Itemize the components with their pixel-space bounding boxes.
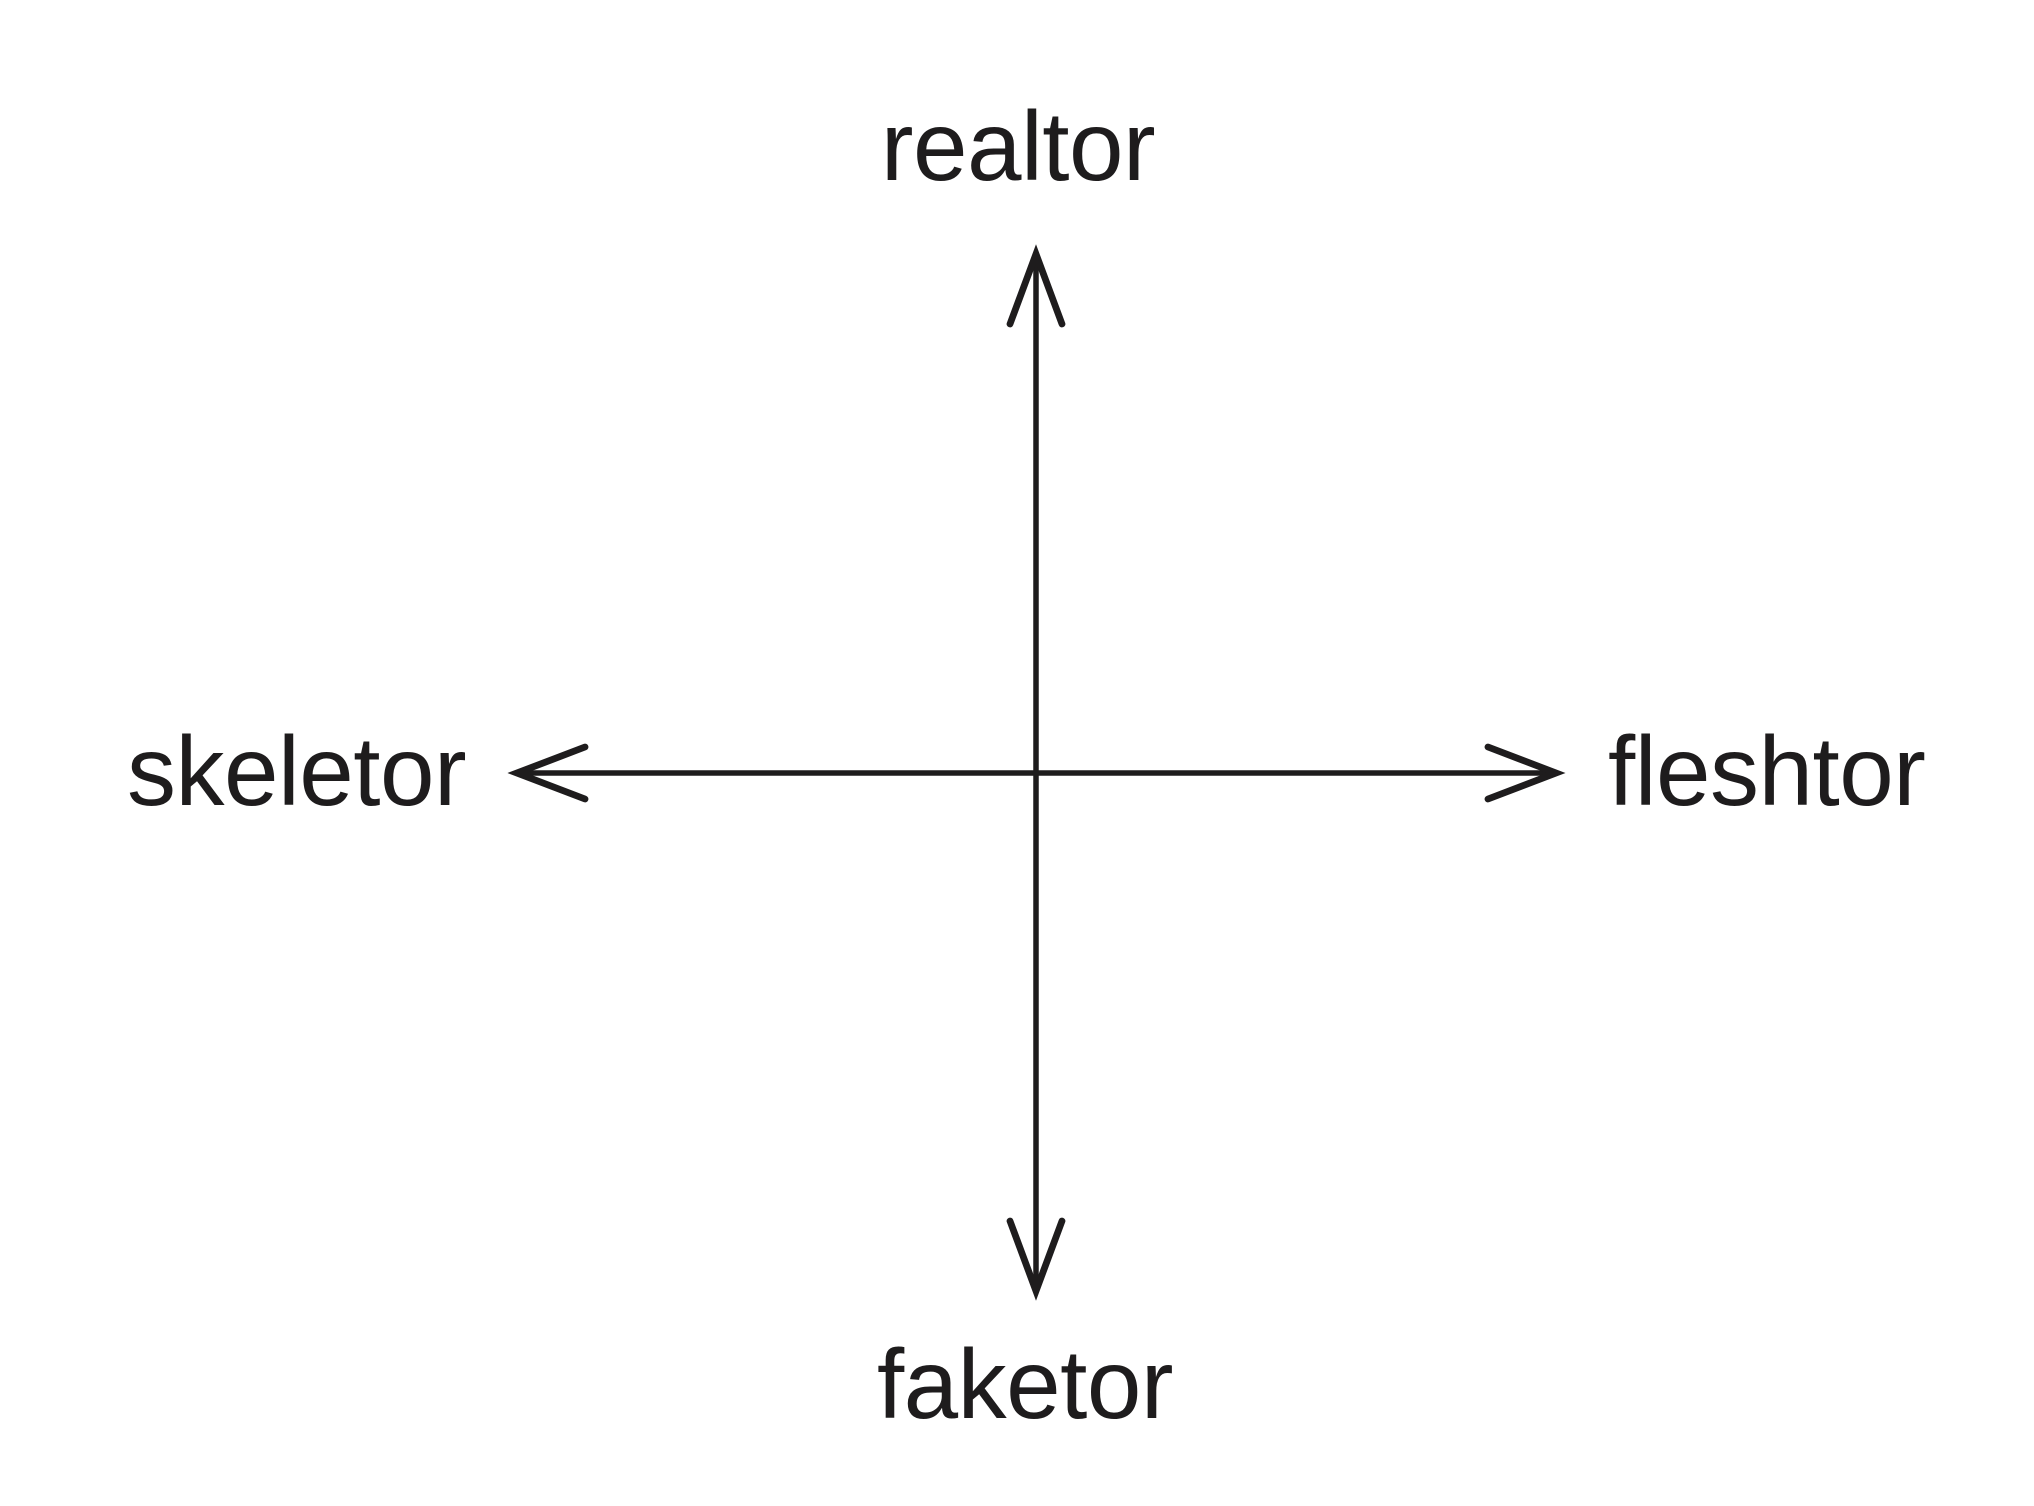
axis-label-bottom: faketor bbox=[876, 1329, 1174, 1439]
axis-label-right: fleshtor bbox=[1608, 716, 1926, 826]
axis-label-left: skeletor bbox=[127, 716, 467, 826]
arrowhead-down-icon bbox=[1006, 1217, 1066, 1301]
axis-label-top: realtor bbox=[880, 91, 1156, 201]
arrowhead-right-icon bbox=[1484, 743, 1566, 803]
arrowhead-left-icon bbox=[507, 743, 589, 803]
arrowhead-up-icon bbox=[1006, 244, 1066, 328]
